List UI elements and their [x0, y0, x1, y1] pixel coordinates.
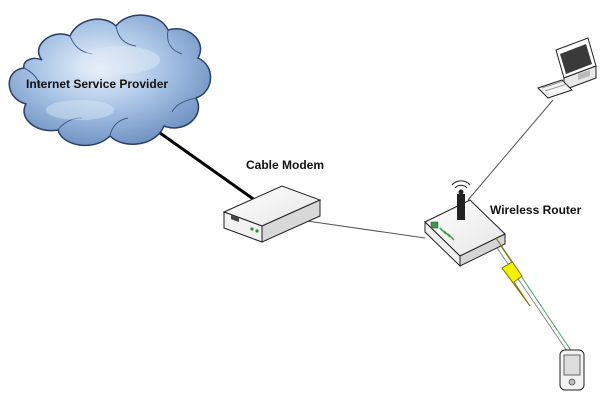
- cable-modem-icon: [222, 185, 322, 243]
- isp-label: Internet Service Provider: [26, 77, 169, 91]
- connections: [159, 99, 573, 355]
- cloud-icon: [8, 14, 212, 147]
- lightning-bolt-icon: [495, 237, 531, 307]
- pda-icon: [559, 349, 585, 391]
- cable-modem-label: Cable Modem: [246, 158, 325, 172]
- wireless-router-icon: [424, 180, 506, 268]
- desktop-computer-icon: [537, 37, 597, 99]
- wireless-router-label: Wireless Router: [490, 203, 582, 217]
- link-modem-router: [299, 219, 426, 239]
- link-isp-modem: [159, 131, 260, 205]
- link-router-computer: [467, 99, 554, 201]
